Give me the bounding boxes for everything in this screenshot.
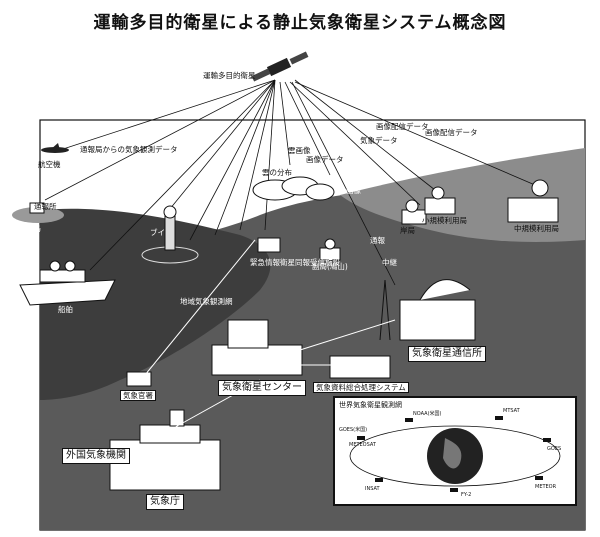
satellite-label: 運輸多目的衛星: [203, 71, 256, 80]
inset-sat-6: [375, 478, 383, 482]
inset-sat-label-4: GOES: [547, 446, 562, 452]
jma-label: 気象庁: [146, 494, 184, 510]
inset-sat-2: [405, 418, 413, 422]
inset-sat-label-2: NOAA(米国): [413, 411, 442, 417]
observation-label: 雲画像: [288, 146, 311, 155]
inset-sat-4: [543, 438, 551, 442]
image-data-label: 画像データ: [306, 155, 344, 164]
aircraft-label: 航空機: [38, 160, 61, 169]
ship-label: 船舶: [58, 305, 73, 314]
buoy-label: ブイ: [150, 228, 165, 237]
alt-station-label: 副局(鳩山): [312, 262, 348, 271]
cloud-label: 雲の分布: [262, 168, 292, 177]
sea-area: [40, 208, 271, 400]
local-office-icon: [126, 371, 152, 387]
coastal-station-label: 岸局: [400, 226, 415, 235]
satellite-center-label: 気象衛星センター: [218, 380, 306, 396]
page-title: 運輸多目的衛星による静止気象衛星システム概念図: [93, 13, 507, 33]
small-user-label: 小規模利用局: [422, 216, 467, 225]
coastal-station-icon: [401, 199, 427, 225]
regional-observation-label: 地域気象観測網: [180, 297, 233, 306]
inset-sat-label-6: INSAT: [365, 486, 380, 492]
ship-icon: [19, 260, 116, 306]
weather-chart-label: 気象データ: [360, 136, 398, 145]
medium-data-label: 画像配信データ: [425, 128, 478, 137]
orbit-ring: [349, 425, 561, 487]
inset-sat-label-0: GOES(米国): [339, 427, 368, 433]
disaster-agency-label: 緊急情報衛星同報受信施設: [250, 258, 340, 267]
satellite-center-icon: [211, 319, 303, 376]
inset-canvas: [349, 416, 561, 492]
ground-station-label: 気象衛星通信所: [408, 346, 486, 362]
data-system-icon: [329, 355, 391, 379]
satellite-icon: [251, 51, 309, 82]
beam-lines: [44, 79, 536, 286]
world-satellite-inset: 世界気象衛星観測網 GOES(米国) METEOSAT NOAA(米国) MTS…: [333, 396, 577, 506]
inset-sat-label-7: FY-2: [461, 492, 472, 498]
ground-station-icon: [379, 279, 476, 341]
medium-user-station-icon: [507, 179, 559, 223]
local-office-label: 気象官署: [120, 390, 156, 401]
alt-station-icon: [319, 238, 341, 261]
inset-title: 世界気象衛星観測網: [339, 401, 402, 409]
inset-sat-7: [450, 488, 458, 492]
aircraft-icon: [41, 143, 69, 153]
overseas-label: 外国気象機関: [62, 448, 130, 464]
broadcast-label: 通報: [370, 236, 385, 245]
inset-sat-5: [535, 476, 543, 480]
small-user-station-icon: [424, 186, 456, 215]
island-icon: [12, 202, 64, 223]
inset-sat-1: [357, 436, 365, 440]
report-data-label: 通報局からの気象観測データ: [80, 145, 178, 154]
data-system-label: 気象資料総合処理システム: [313, 382, 409, 393]
telemetry-label: 画像: [346, 186, 361, 195]
inset-sat-label-5: METEOR: [535, 484, 557, 490]
relay-label: 中継: [382, 258, 397, 267]
continent-shape: [443, 438, 462, 469]
buoy-icon: [141, 205, 199, 264]
inset-sat-3: [495, 416, 503, 420]
cloud-icon: [252, 176, 335, 201]
inset-sat-label-3: MTSAT: [503, 408, 520, 414]
inset-sat-label-1: METEOSAT: [349, 442, 376, 448]
small-data-label: 画像配信データ: [376, 122, 429, 131]
medium-user-label: 中規模利用局: [514, 224, 559, 233]
island-label: 離島: [26, 224, 41, 233]
report-station-label: 通報所: [34, 202, 57, 211]
regional-station-icon: [257, 237, 281, 253]
